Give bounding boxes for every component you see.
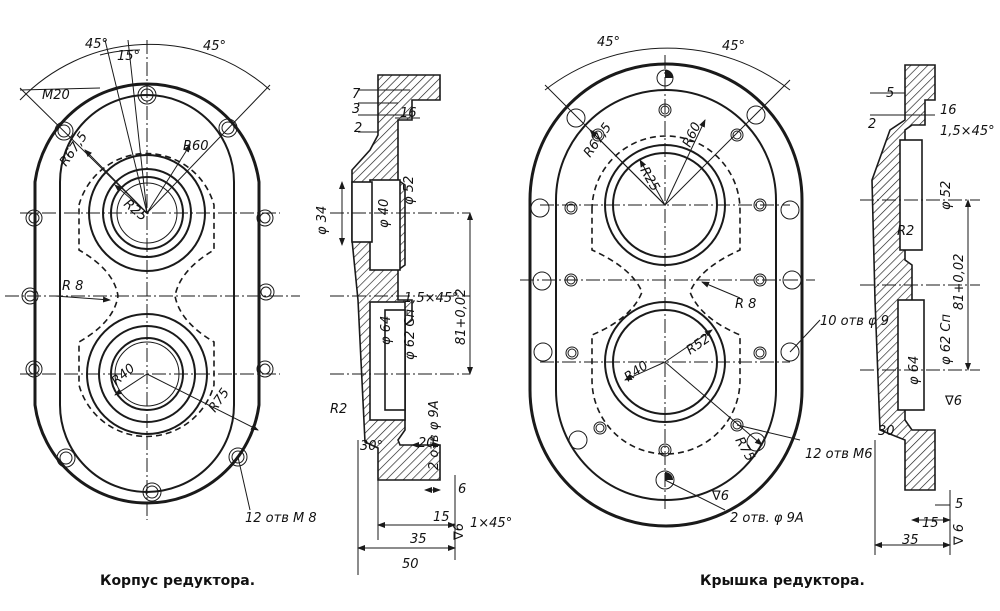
body-radius-75: R75 (206, 386, 233, 416)
cover-plan-view: 45° 45° R67,5 R60 R25 R 8 10 отв φ 9 R40… (520, 35, 889, 528)
body-section-view: 7 3 2 16 φ 34 φ 40 φ 52 1,5×45° 81+0,02 … (315, 74, 512, 575)
cover-pins: 2 отв. φ 9А (730, 511, 804, 526)
body-sec-phi62: φ 62 Сп (403, 309, 418, 360)
cover-sec-dim-2: 2 (868, 117, 876, 132)
body-radius-60: R60 (183, 139, 209, 154)
body-radius-8: R 8 (62, 279, 83, 294)
body-sec-dim-50: 50 (402, 557, 419, 572)
cover-section-view: 5 16 2 1,5×45° φ 52 R2 81+0,02 φ 62 Сп φ… (860, 64, 995, 555)
cover-finish: ∇6 (711, 489, 729, 504)
cover-angle-45-left: 45° (597, 35, 620, 50)
cover-radius-8: R 8 (735, 297, 756, 312)
cover-sec-chamfer: 1,5×45° (940, 124, 995, 139)
body-angle-15: 15° (117, 49, 140, 64)
body-sec-phi34: φ 34 (315, 206, 330, 235)
body-thread-label: M20 (42, 88, 70, 103)
cover-sec-angle30: 30 (878, 424, 895, 439)
body-radius-outer: R67,5 (57, 130, 91, 170)
cover-angle-45-right: 45° (722, 39, 745, 54)
body-sec-dim-15: 15 (433, 510, 450, 525)
body-sec-angle30: 30° (360, 439, 383, 454)
body-sec-center-dist: 81+0,02 (454, 289, 469, 345)
body-sec-dim-2: 2 (354, 121, 362, 136)
caption-body: Корпус редуктора. (100, 573, 255, 589)
cover-sec-phi64: φ 64 (907, 356, 922, 385)
body-plan-view: 45° 45° 15° M20 R67,5 R60 R25 R 8 R40 R7… (5, 37, 317, 526)
cover-sec-phi62: φ 62 Сп (939, 314, 954, 365)
cover-sec-finish-b: ∇ 6 (952, 524, 967, 546)
cover-holes12: 12 отв M6 (805, 447, 872, 462)
cover-sec-r2: R2 (897, 224, 914, 239)
body-sec-dim-6: 6 (458, 482, 466, 497)
cover-radius-25: R25 (637, 165, 663, 195)
body-sec-phi52: φ 52 (402, 176, 417, 205)
cover-sec-dim-5: 5 (886, 86, 894, 101)
caption-cover: Крышка редуктора. (700, 573, 865, 589)
cover-sec-dim-16: 16 (940, 103, 957, 118)
body-angle-45-right: 45° (203, 39, 226, 54)
body-sec-phi64: φ 64 (379, 316, 394, 345)
cover-radius-75: R75 (732, 435, 758, 465)
body-sec-r2: R2 (330, 402, 347, 417)
body-sec-chamfer: 1,5×45° (404, 291, 459, 306)
body-angle-45-left: 45° (85, 37, 108, 52)
cover-sec-phi52: φ 52 (939, 181, 954, 210)
cover-holes10: 10 отв φ 9 (820, 314, 889, 329)
cover-sec-dim-5b: 5 (955, 497, 963, 512)
cover-sec-dim-35: 35 (902, 533, 919, 548)
body-sec-dim-3: 3 (352, 102, 360, 117)
body-holes-note: 12 отв M 8 (245, 511, 317, 526)
body-sec-dim-35: 35 (410, 532, 427, 547)
cover-sec-finish: ∇6 (944, 394, 962, 409)
body-sec-dim-7: 7 (352, 87, 361, 102)
body-sec-phi40: φ 40 (377, 199, 392, 228)
body-sec-pins: 2 отв φ 9А (427, 400, 442, 470)
body-sec-finish: ∇6 (452, 523, 467, 541)
body-sec-chamfer2: 1×45° (470, 516, 512, 531)
body-sec-dim-16: 16 (400, 106, 417, 121)
cover-sec-dim-15: 15 (922, 516, 939, 531)
body-sec-dim-20: 20 (418, 436, 435, 451)
cover-sec-center-dist: 81+0,02 (952, 254, 967, 310)
